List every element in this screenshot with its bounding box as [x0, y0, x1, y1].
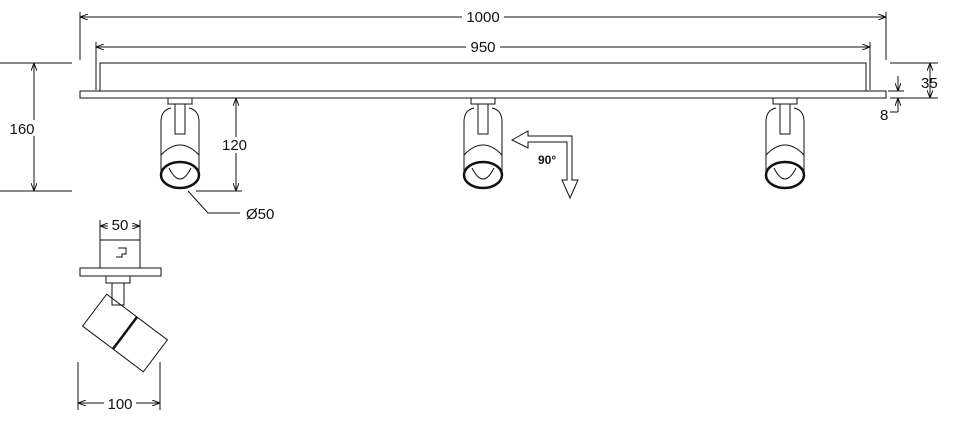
dim-total-height: 160	[0, 62, 72, 192]
label-diameter: Ø50	[246, 206, 274, 223]
label-100: 100	[107, 396, 132, 413]
label-1000: 1000	[466, 9, 499, 26]
dim-plate-thickness: 8	[880, 76, 904, 124]
track-body	[79, 62, 887, 99]
side-view: 50 100	[77, 217, 169, 413]
label-950: 950	[470, 39, 495, 56]
label-120: 120	[222, 137, 247, 154]
label-160: 160	[9, 121, 34, 138]
dim-total-length: 1000	[79, 8, 887, 60]
spotlight	[159, 97, 201, 190]
rotation-arrow: 90°	[510, 130, 579, 200]
label-50: 50	[112, 217, 129, 234]
label-8: 8	[880, 107, 888, 124]
dim-body-height: 35	[890, 62, 938, 99]
dim-body-length: 950	[95, 38, 871, 90]
spotlight	[764, 97, 806, 190]
label-rotation: 90°	[538, 153, 556, 167]
spotlight	[462, 97, 504, 190]
dim-spot-height: 120	[196, 98, 254, 192]
label-35: 35	[921, 75, 938, 92]
dim-spot-diameter: Ø50	[187, 190, 274, 223]
